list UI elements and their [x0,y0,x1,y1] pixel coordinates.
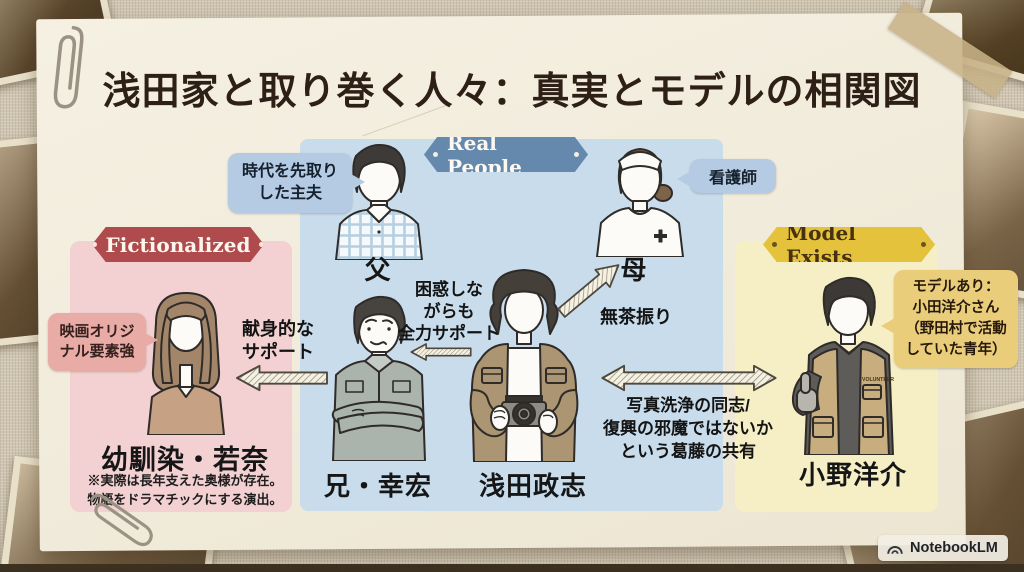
devoted-support-arrow [236,364,328,392]
real-people-badge-label: Real People [447,130,522,179]
model-exists-badge: Model Exists [763,227,935,262]
unreasonable-request-label: 無茶振り [600,307,672,327]
bubble-tail [145,333,158,347]
mother-bubble: 看護師 [677,159,776,193]
yosuke-bubble: モデルあり： 小田洋介さん （野田村で活動 していた青年） [881,270,1018,368]
father-name: 父 [364,255,392,285]
fictionalized-badge: Fictionalized [92,227,264,262]
confused-support-arrow [410,343,472,361]
photo-washing-bond-label: 写真洗浄の同志/ 復興の邪魔ではないか という葛藤の共有 [603,396,773,461]
wakana-name: 幼馴染・若奈 [101,445,269,475]
father-bubble: 時代を先取り した主夫 [228,153,365,213]
badge-dot-icon [574,152,579,157]
watermark-label: NotebookLM [910,540,998,556]
badge-dot-icon [92,242,97,247]
bubble-tail [677,171,691,187]
paperclip-icon [53,25,84,109]
yosuke-illustration: VOLUNTEER [791,276,894,455]
badge-dot-icon [772,242,777,247]
confused-support-label: 困惑しな がらも 全力サポート [398,280,500,344]
bubble-tail [351,174,365,190]
mother-illustration [596,148,684,257]
mother-bubble-text: 看護師 [708,170,757,187]
yosuke-bubble-text: モデルあり： 小田洋介さん （野田村で活動 していた青年） [905,278,1007,359]
masashi-illustration [469,269,579,462]
badge-dot-icon [433,152,438,157]
masashi-name: 浅田政志 [478,471,587,501]
model-exists-badge-label: Model Exists [786,220,856,269]
unreasonable-request-arrow [557,264,620,318]
devoted-support-label: 献身的な サポート [242,319,314,362]
real-people-badge: Real People [424,137,588,172]
bottom-edge-shadow [0,564,1024,572]
wakana-bubble-text: 映画オリジ ナル要素強 [59,322,135,360]
yosuke-name: 小野洋介 [798,460,907,490]
fictionalized-badge-label: Fictionalized [105,232,251,257]
notebooklm-watermark: NotebookLM [878,535,1008,561]
vest-text: VOLUNTEER [862,377,894,383]
badge-dot-icon [259,242,264,247]
bubble-tail [881,318,895,334]
father-bubble-text: 時代を先取り した主夫 [241,163,338,202]
wakana-illustration [147,292,225,435]
mother-name: 母 [620,255,648,285]
page-title: 浅田家と取り巻く人々：真実とモデルの相関図 [102,68,922,113]
brother-name: 兄・幸宏 [323,471,432,501]
brother-illustration [331,295,426,461]
photo-washing-bond-arrow [601,364,777,392]
notebooklm-logo-icon [887,545,903,554]
wakana-bubble: 映画オリジ ナル要素強 [48,313,158,371]
badge-dot-icon [921,242,926,247]
paperclip-icon [90,493,153,547]
father-illustration [335,144,423,260]
wakana-note: ※実際は長年支えた奥様が存在。 物語をドラマチックにする演出。 [87,473,283,507]
